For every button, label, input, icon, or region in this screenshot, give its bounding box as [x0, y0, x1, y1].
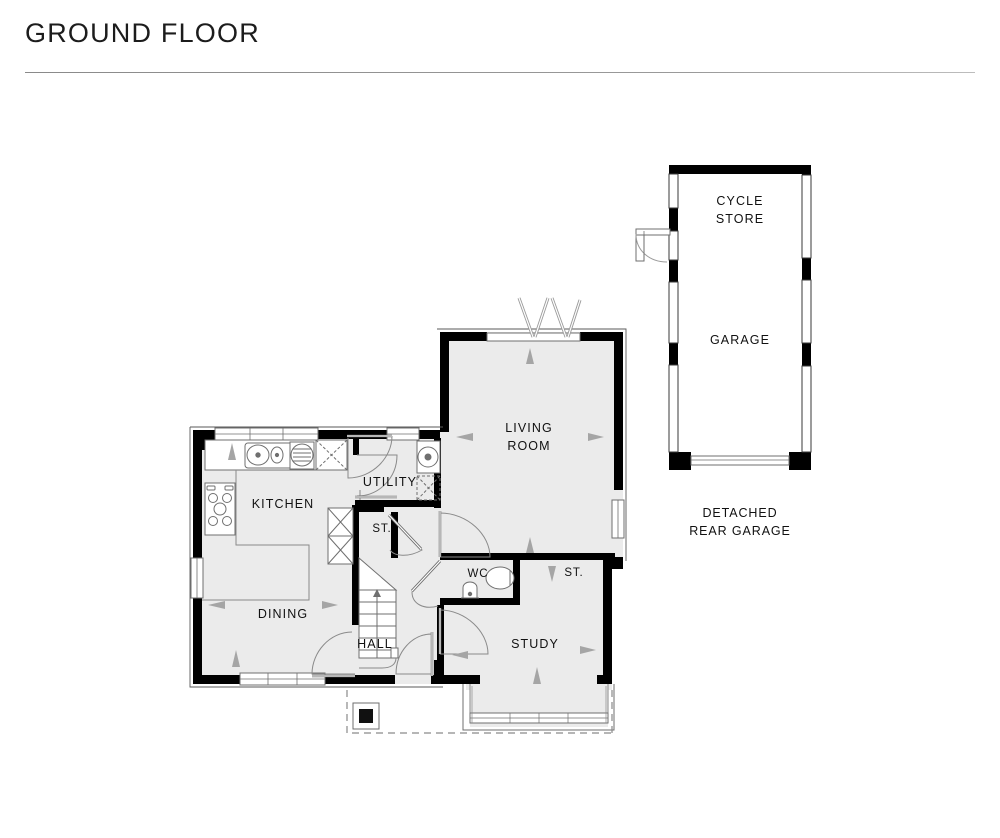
- label-stair-store: ST.: [372, 523, 391, 535]
- label-wc: WC: [468, 568, 489, 580]
- window-dining: [190, 557, 204, 599]
- label-study-store: ST.: [564, 567, 583, 579]
- dimension-arrows: [208, 348, 604, 684]
- window-living-room: [611, 499, 625, 539]
- garage-labels: CYCLE STORE GARAGE DETACHED REAR GARAGE: [689, 194, 791, 538]
- window-kitchen: [214, 427, 319, 441]
- label-utility: UTILITY: [363, 475, 417, 489]
- title-divider: [25, 72, 975, 73]
- page-title: GROUND FLOOR: [25, 18, 260, 48]
- label-garage: GARAGE: [710, 333, 770, 347]
- garage-floor-fill: [669, 165, 811, 470]
- utility-fixtures: [359, 440, 441, 501]
- garage-walls: [668, 165, 812, 470]
- label-cycle-store-2: STORE: [716, 212, 764, 226]
- garage-caption-line-2: REAR GARAGE: [689, 524, 791, 538]
- house-outline-hairline: [189, 328, 627, 688]
- french-doors-living-room: [486, 297, 582, 342]
- label-dining: DINING: [258, 607, 308, 621]
- wc-fixtures: [461, 566, 515, 599]
- label-hall: HALL: [357, 637, 393, 651]
- garage-side-door: [635, 228, 671, 263]
- room-labels: KITCHEN DINING UTILITY HALL ST. LIVING R…: [252, 421, 583, 651]
- window-dining-bottom: [239, 672, 326, 686]
- window-utility: [386, 427, 420, 441]
- kitchen-fixtures: [202, 439, 348, 601]
- windows: [190, 427, 625, 686]
- house-floor-fill: [193, 332, 623, 727]
- study-bay-window: [462, 684, 615, 731]
- porch-canopy-outline: [346, 690, 613, 734]
- label-cycle-store: CYCLE: [716, 194, 763, 208]
- staircase: [358, 556, 399, 669]
- porch-post: [352, 702, 380, 730]
- door-swings: [311, 434, 491, 678]
- hall-cupboards: [327, 507, 354, 565]
- label-kitchen: KITCHEN: [252, 497, 315, 511]
- label-living-room-2: ROOM: [507, 439, 550, 453]
- label-study: STUDY: [511, 637, 559, 651]
- label-living-room: LIVING: [505, 421, 553, 435]
- garage-caption-line-1: DETACHED: [702, 506, 777, 520]
